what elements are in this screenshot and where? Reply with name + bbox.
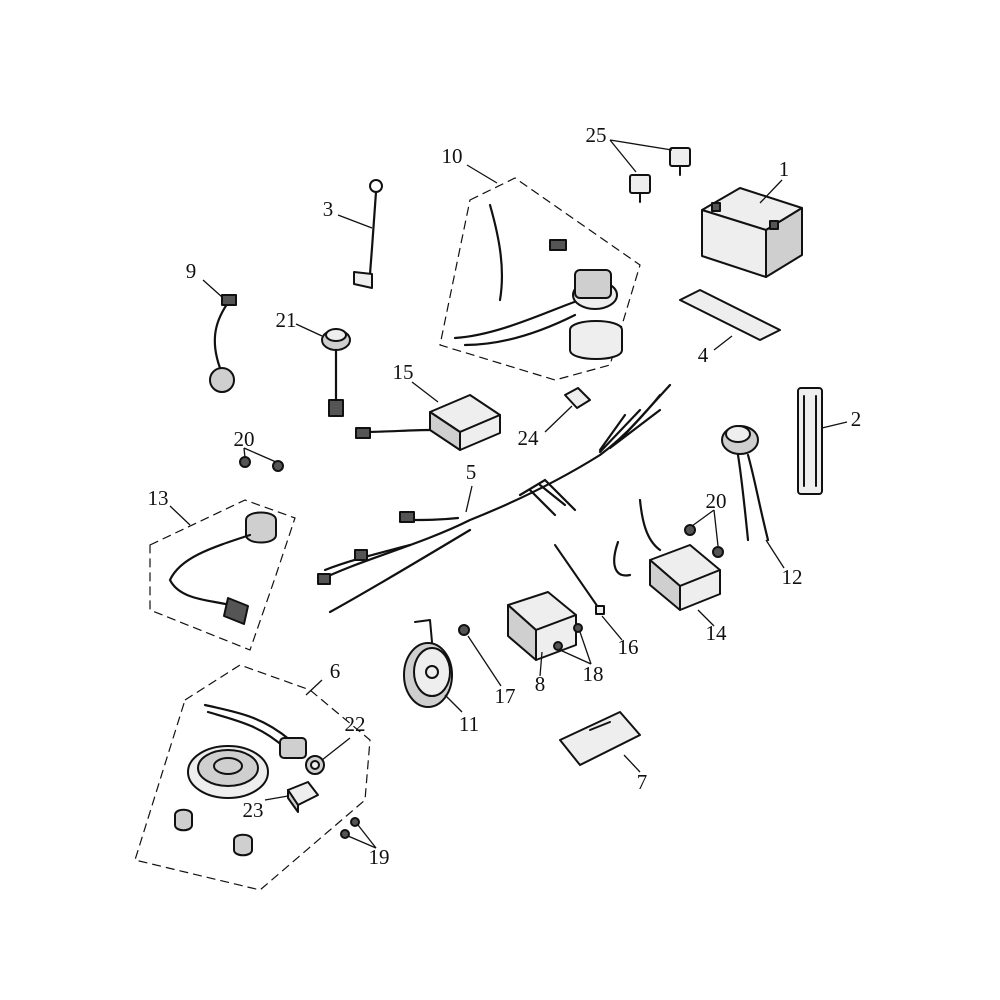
bolt-17 <box>458 624 470 636</box>
stator-assembly <box>187 703 307 799</box>
callout-6: 6 <box>330 659 341 683</box>
callout-19: 19 <box>369 845 390 869</box>
callout-4: 4 <box>698 343 709 367</box>
callout-11: 11 <box>459 712 479 736</box>
relay-module <box>355 394 501 451</box>
callout-2: 2 <box>851 407 862 431</box>
ignition-coil <box>168 511 277 625</box>
cable-tie <box>554 544 605 615</box>
switch-with-lead <box>209 294 237 393</box>
grommet <box>305 755 325 775</box>
callout-25: 25 <box>586 123 607 147</box>
callout-7: 7 <box>637 770 648 794</box>
regulator-rectifier <box>613 498 721 611</box>
group-outline-13 <box>149 499 296 651</box>
group-outline-6 <box>134 664 371 891</box>
horn <box>403 619 453 708</box>
callout-10: 10 <box>442 144 463 168</box>
callout-8: 8 <box>535 672 546 696</box>
label-sticker <box>559 711 641 766</box>
callout-9: 9 <box>186 259 197 283</box>
group-outline-10 <box>439 177 641 381</box>
callout-16: 16 <box>618 635 639 659</box>
screws-18 <box>553 623 583 651</box>
bolts-20-right <box>684 524 724 558</box>
callout-3: 3 <box>323 197 334 221</box>
callout-12: 12 <box>782 565 803 589</box>
wiring-harness <box>317 383 672 614</box>
callout-20-right: 20 <box>706 489 727 513</box>
callout-5: 5 <box>466 460 477 484</box>
callout-15: 15 <box>393 360 414 384</box>
battery <box>701 187 803 278</box>
callout-20-left: 20 <box>234 427 255 451</box>
callout-22: 22 <box>345 712 366 736</box>
starter-relay-group <box>453 203 623 360</box>
switch-21 <box>321 328 351 417</box>
callout-17: 17 <box>495 684 516 708</box>
screws-19 <box>340 817 360 839</box>
callout-23: 23 <box>243 798 264 822</box>
ground-cable <box>353 179 383 289</box>
leader-lines <box>169 139 848 849</box>
battery-pad <box>679 289 781 341</box>
ignition-switch <box>721 425 770 542</box>
battery-strap <box>797 387 823 495</box>
callout-14: 14 <box>706 621 728 645</box>
relays-25 <box>629 147 691 203</box>
cdi-unit <box>507 591 577 661</box>
bolts-20-left <box>239 456 284 472</box>
callout-24: 24 <box>518 426 540 450</box>
fuse-holder <box>564 387 591 409</box>
callout-13: 13 <box>148 486 169 510</box>
callout-1: 1 <box>779 157 790 181</box>
callout-21: 21 <box>276 308 297 332</box>
callout-18: 18 <box>583 662 604 686</box>
connector-23 <box>174 781 319 857</box>
